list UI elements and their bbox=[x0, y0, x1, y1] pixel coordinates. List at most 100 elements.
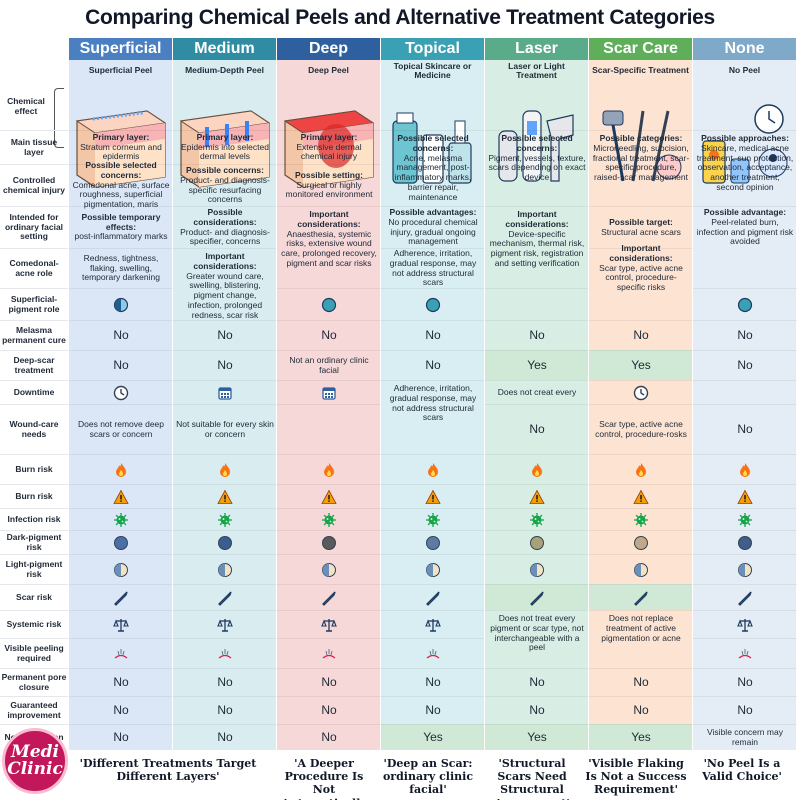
germ-icon bbox=[114, 512, 128, 527]
footer-note: 'Structural Scars Need Structural Assess… bbox=[494, 757, 569, 800]
cell-text: Primary layer: bbox=[92, 131, 150, 142]
table-cell bbox=[485, 554, 589, 584]
table-cell bbox=[173, 530, 277, 554]
cell-text: Possible selected concerns: bbox=[501, 133, 573, 153]
cell-text: Primary layer: bbox=[196, 131, 254, 142]
cell-value: No bbox=[217, 729, 233, 744]
table-cell bbox=[485, 288, 589, 320]
chemical-effect-label: Chemical effect bbox=[7, 96, 45, 116]
column-subtitle: Medium-Depth Peel bbox=[185, 65, 264, 76]
dark-pigment-icon bbox=[530, 535, 544, 550]
cell-text: Adherence, irritation, gradual response,… bbox=[389, 383, 477, 423]
cell-text: Important considerations: bbox=[297, 209, 361, 229]
table-cell bbox=[485, 584, 589, 610]
table-cell: Possible selected concerns:Pigment, vess… bbox=[485, 130, 589, 206]
dark-pigment-icon bbox=[738, 535, 752, 550]
cell-value: Yes bbox=[631, 729, 651, 744]
table-cell: Yes bbox=[589, 350, 693, 380]
table-cell bbox=[589, 554, 693, 584]
table-cell: Redness, tightness, flaking, swelling, t… bbox=[69, 248, 173, 288]
column-header: Laser bbox=[485, 38, 588, 60]
light-pigment-icon bbox=[114, 562, 128, 577]
cell-text: Device-specific mechanism, thermal risk,… bbox=[489, 228, 585, 268]
cell-text: Adherence, irritation, gradual response,… bbox=[389, 247, 477, 288]
table-cell bbox=[173, 584, 277, 610]
germ-icon bbox=[322, 512, 336, 527]
table-cell bbox=[381, 484, 485, 508]
column-subtitle: Laser or Light Treatment bbox=[508, 60, 565, 80]
table-cell bbox=[69, 610, 173, 638]
pigment-dot-icon bbox=[425, 297, 441, 312]
table-cell: No bbox=[69, 320, 173, 350]
table-cell: No bbox=[381, 668, 485, 696]
table-cell: Yes bbox=[485, 724, 589, 750]
row-label: Infection risk bbox=[0, 508, 68, 530]
row-label: Wound-care needs bbox=[0, 404, 68, 454]
cell-value: No bbox=[633, 702, 649, 717]
cell-text: Important considerations: bbox=[193, 251, 257, 271]
cell-text: Possible categories: bbox=[599, 133, 683, 143]
peeling-icon bbox=[218, 648, 232, 658]
table-cell: Possible selected concerns:Comedonal acn… bbox=[69, 160, 173, 209]
logo-line2: Clinic bbox=[7, 759, 63, 779]
table-cell bbox=[277, 638, 381, 668]
cell-text: Surgical or highly monitored environment bbox=[285, 179, 373, 200]
table-cell: No bbox=[69, 668, 173, 696]
table-cell bbox=[381, 554, 485, 584]
table-cell bbox=[693, 454, 797, 484]
column-header: Medium bbox=[173, 38, 276, 60]
table-cell bbox=[277, 530, 381, 554]
column-header: Scar Care bbox=[589, 38, 692, 60]
row-label: Melasma permanent cure bbox=[0, 320, 68, 350]
table-cell bbox=[381, 584, 485, 610]
table-cell: Possible setting:Surgical or highly moni… bbox=[277, 164, 381, 206]
table-cell: No bbox=[173, 350, 277, 380]
table-cell: No bbox=[381, 696, 485, 724]
table-cell: No bbox=[381, 350, 485, 380]
cell-value: No bbox=[321, 702, 337, 717]
cell-value: No bbox=[737, 702, 753, 717]
table-cell: Important considerations:Scar type, acti… bbox=[589, 243, 693, 292]
table-cell bbox=[277, 380, 381, 404]
cell-text: Redness, tightness, flaking, swelling, t… bbox=[82, 252, 160, 283]
cell-value: No bbox=[321, 327, 337, 342]
cell-value: No bbox=[529, 327, 545, 342]
footer-note: 'Different Treatments Target Different L… bbox=[79, 757, 257, 784]
table-cell bbox=[277, 508, 381, 530]
row-label: Systemic risk bbox=[0, 610, 68, 638]
table-cell: No bbox=[485, 696, 589, 724]
page-title: Comparing Chemical Peels and Alternative… bbox=[85, 6, 715, 29]
cell-text: Scar type, active acne control, procedur… bbox=[599, 262, 683, 293]
light-pigment-icon bbox=[530, 562, 544, 577]
table-cell: Scar type, active acne control, procedur… bbox=[589, 404, 693, 454]
warning-icon bbox=[737, 489, 753, 504]
scalpel-icon bbox=[218, 591, 232, 606]
pigment-dot-icon bbox=[737, 297, 753, 312]
table-cell bbox=[693, 508, 797, 530]
column-subtitle: Topical Skincare or Medicine bbox=[393, 60, 472, 80]
table-cell bbox=[693, 554, 797, 584]
brace-icon bbox=[54, 88, 64, 148]
cell-text: Possible selected concerns: bbox=[397, 133, 469, 153]
cell-text: Possible target: bbox=[609, 216, 673, 227]
table-cell bbox=[589, 454, 693, 484]
table-cell: Possible concerns:Product- and diagnosis… bbox=[173, 164, 277, 206]
table-cell bbox=[381, 508, 485, 530]
table-cell: No bbox=[693, 350, 797, 380]
table-cell bbox=[277, 454, 381, 484]
row-label: Burn risk bbox=[0, 454, 68, 484]
table-cell bbox=[589, 530, 693, 554]
column-subtitle: Scar-Specific Treatment bbox=[592, 65, 689, 76]
cell-text: Does not treat every pigment or scar typ… bbox=[490, 613, 584, 653]
cell-text: Possible temporary effects: bbox=[81, 211, 161, 232]
light-pigment-icon bbox=[322, 562, 336, 577]
table-cell: No bbox=[173, 724, 277, 750]
row-label: Dark-pigment risk bbox=[0, 530, 68, 554]
table-cell: No bbox=[589, 696, 693, 724]
cell-text: Visible concern may remain bbox=[707, 726, 783, 747]
cell-value: No bbox=[529, 421, 545, 436]
